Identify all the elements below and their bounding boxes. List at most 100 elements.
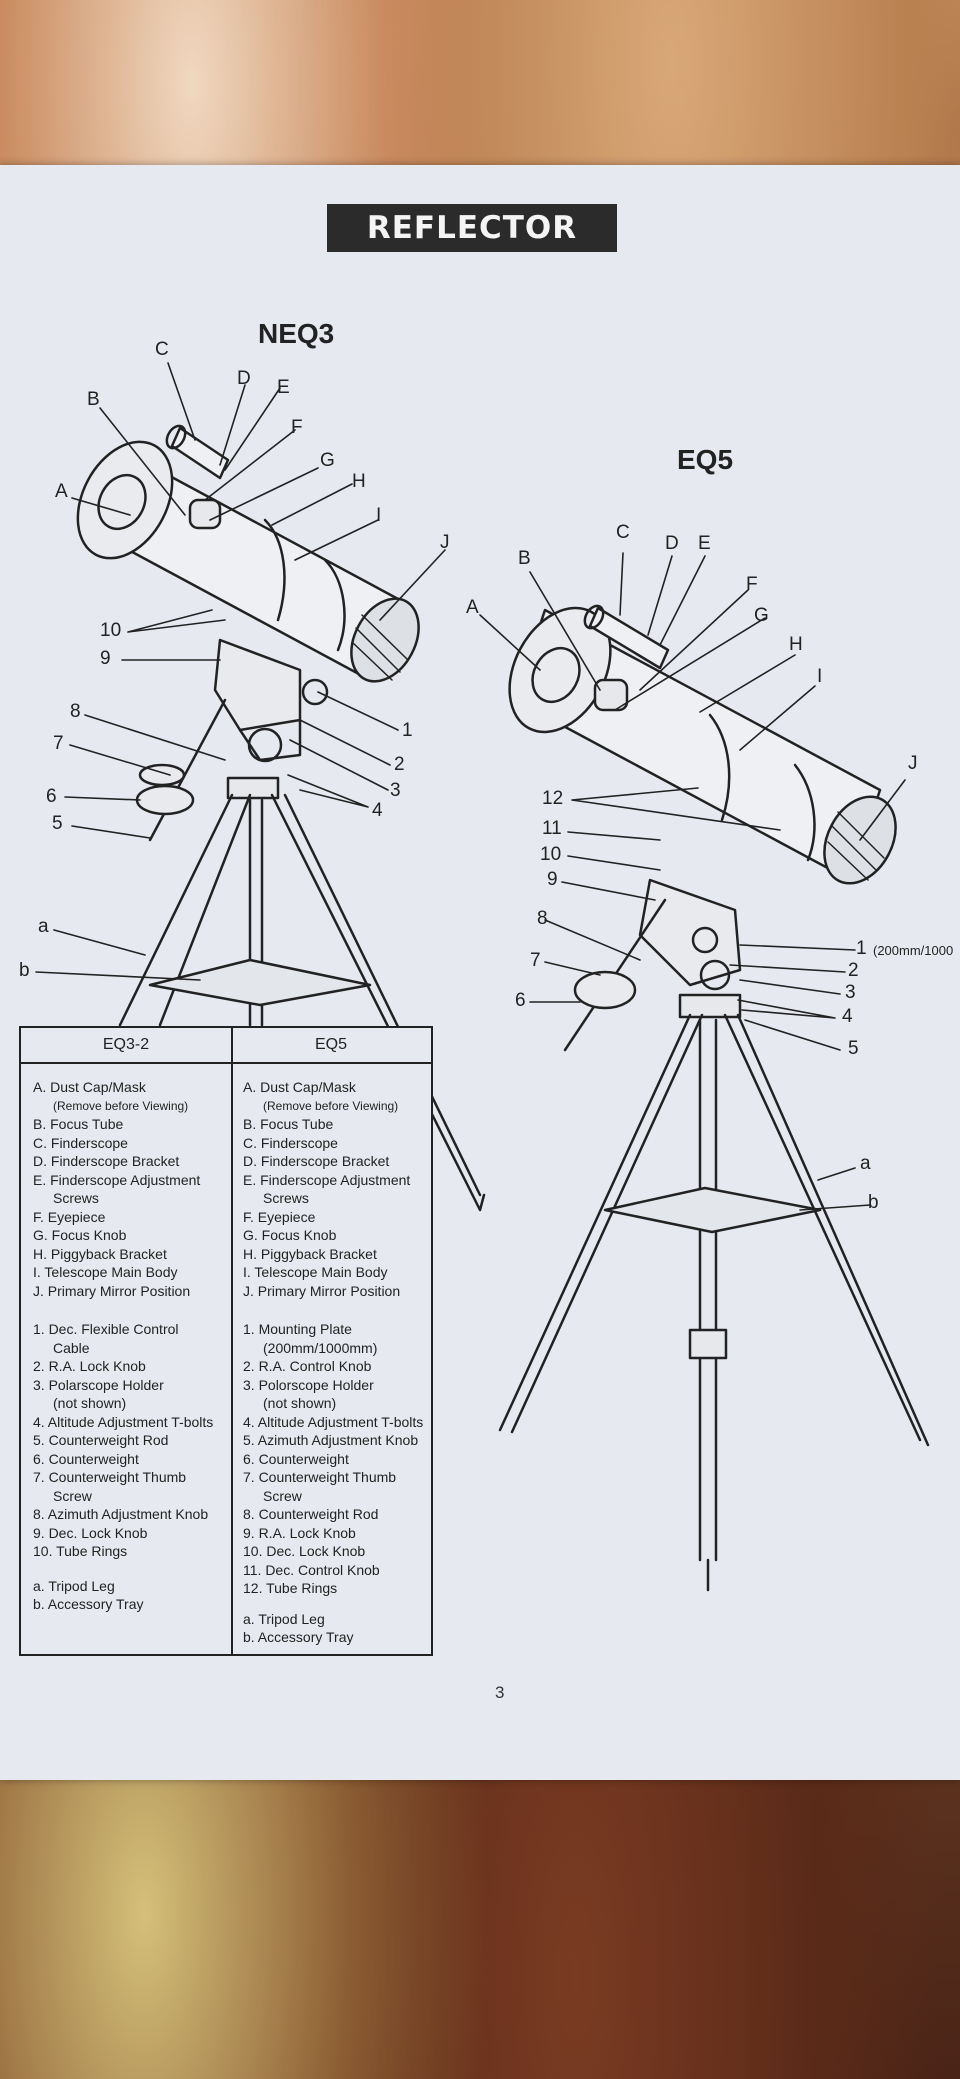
- eq3-2-item-b: B. Focus Tube: [33, 1116, 124, 1132]
- neq3-leader-lines: [35, 362, 446, 981]
- eq5-callout-9: 9: [547, 869, 558, 890]
- eq5-callout-e: E: [698, 533, 711, 554]
- eq5-leader-lines: [479, 552, 906, 1211]
- eq5-item-b: B. Focus Tube: [243, 1116, 334, 1132]
- eq5-callout-b: B: [518, 548, 531, 569]
- eq3-2-item-tripod-leg: a. Tripod Leg: [33, 1577, 115, 1594]
- neq3-callout-accessory-tray: b: [19, 960, 30, 981]
- neq3-callout-4: 4: [372, 800, 383, 821]
- eq3-2-item-10: 10. Tube Rings: [33, 1543, 128, 1559]
- model-title-eq5: EQ5: [677, 444, 734, 475]
- eq5-item-2: 2. R.A. Control Knob: [243, 1358, 372, 1374]
- neq3-callout-tripod-leg: a: [38, 916, 49, 937]
- neq3-callout-8: 8: [70, 701, 81, 722]
- eq5-number-list: 1. Mounting Plate(200mm/1000mm) 2. R.A. …: [231, 1320, 431, 1598]
- eq3-2-item-8: 8. Azimuth Adjustment Knob: [33, 1506, 209, 1522]
- neq3-callout-e: E: [277, 377, 290, 398]
- eq5-item-9: 9. R.A. Lock Knob: [243, 1524, 356, 1541]
- eq5-item-g: G. Focus Knob: [243, 1227, 337, 1243]
- eq5-item-i: I. Telescope Main Body: [243, 1264, 388, 1280]
- reflector-banner: REFLECTOR: [327, 204, 617, 252]
- eq5-item-8: 8. Counterweight Rod: [243, 1506, 379, 1522]
- neq3-callout-f: F: [291, 417, 303, 438]
- eq3-2-item-5: 5. Counterweight Rod: [33, 1432, 169, 1448]
- neq3-callout-h: H: [352, 471, 366, 492]
- eq5-item-12: 12. Tube Rings: [243, 1580, 338, 1596]
- eq5-callout-h: H: [789, 634, 803, 655]
- eq5-item-1: 1. Mounting Plate(200mm/1000mm): [243, 1321, 378, 1356]
- eq3-2-item-g: G. Focus Knob: [33, 1227, 127, 1243]
- eq3-2-item-accessory-tray: b. Accessory Tray: [33, 1596, 144, 1612]
- neq3-callout-i: I: [376, 505, 382, 526]
- eq5-item-10: 10. Dec. Lock Knob: [243, 1543, 366, 1559]
- eq5-callout-c: C: [616, 522, 630, 543]
- eq5-item-tripod-leg: a. Tripod Leg: [243, 1610, 325, 1627]
- neq3-callout-7: 7: [53, 733, 64, 754]
- eq5-callout-accessory-tray: b: [868, 1192, 879, 1213]
- eq5-callout-11: 11: [542, 818, 562, 839]
- legend-header-eq5: EQ5: [231, 1028, 431, 1064]
- neq3-callout-6: 6: [46, 786, 57, 807]
- eq5-tripod-list: a. Tripod Leg b. Accessory Tray: [231, 1610, 431, 1647]
- neq3-callout-d: D: [237, 368, 251, 389]
- eq5-item-3: 3. Polorscope Holder(not shown): [243, 1376, 374, 1412]
- eq5-callout-7: 7: [530, 950, 541, 971]
- eq3-2-item-6: 6. Counterweight: [33, 1450, 139, 1467]
- neq3-telescope-illustration: [76, 424, 486, 1212]
- eq5-letter-list: A. Dust Cap/Mask(Remove before Viewing) …: [231, 1078, 431, 1300]
- eq5-callout-tripod-leg: a: [860, 1153, 871, 1174]
- eq5-item-d: D. Finderscope Bracket: [243, 1153, 390, 1169]
- legend-column-eq3-2: EQ3-2 A. Dust Cap/Mask(Remove before Vie…: [21, 1028, 233, 1654]
- eq5-callout-2: 2: [848, 960, 859, 981]
- eq5-callout-3: 3: [845, 982, 856, 1003]
- neq3-callout-g: G: [320, 450, 335, 471]
- neq3-callout-j: J: [440, 532, 450, 553]
- eq3-2-item-a: A. Dust Cap/Mask(Remove before Viewing): [33, 1079, 189, 1113]
- eq5-callout-10: 10: [540, 844, 562, 865]
- neq3-callout-a: A: [55, 481, 68, 502]
- eq5-item-h: H. Piggyback Bracket: [243, 1245, 377, 1262]
- eq5-callout-8: 8: [537, 908, 548, 929]
- neq3-callout-10: 10: [100, 620, 122, 641]
- neq3-callout-3: 3: [390, 780, 401, 801]
- page-number: 3: [495, 1683, 505, 1702]
- eq5-item-c: C. Finderscope: [243, 1134, 338, 1151]
- eq3-2-item-3: 3. Polarscope Holder(not shown): [33, 1376, 164, 1412]
- eq5-callout-d: D: [665, 533, 679, 554]
- eq3-2-item-h: H. Piggyback Bracket: [33, 1245, 167, 1262]
- eq3-2-letter-list: A. Dust Cap/Mask(Remove before Viewing) …: [21, 1078, 231, 1300]
- neq3-callout-b: B: [87, 389, 100, 410]
- neq3-callout-1: 1: [402, 720, 413, 741]
- eq5-callout-i: I: [817, 666, 823, 687]
- neq3-callout-9: 9: [100, 648, 111, 669]
- eq3-2-item-c: C. Finderscope: [33, 1134, 128, 1151]
- legend-column-eq5: EQ5 A. Dust Cap/Mask(Remove before Viewi…: [231, 1028, 431, 1654]
- eq5-item-j: J. Primary Mirror Position: [243, 1282, 401, 1299]
- eq5-callout-a: A: [466, 597, 479, 618]
- neq3-callout-2: 2: [394, 754, 405, 775]
- eq5-telescope-illustration: [498, 604, 930, 1592]
- eq5-item-5: 5. Azimuth Adjustment Knob: [243, 1432, 419, 1448]
- eq5-callout-g: G: [754, 605, 769, 626]
- eq5-callout-6: 6: [515, 990, 526, 1011]
- neq3-callout-c: C: [155, 339, 169, 360]
- eq5-callout-12: 12: [542, 788, 564, 809]
- eq5-item-6: 6. Counterweight: [243, 1450, 349, 1467]
- eq3-2-item-j: J. Primary Mirror Position: [33, 1282, 191, 1299]
- eq5-callout-5: 5: [848, 1038, 859, 1059]
- eq5-item-accessory-tray: b. Accessory Tray: [243, 1629, 354, 1645]
- eq5-item-f: F. Eyepiece: [243, 1208, 316, 1225]
- eq3-2-item-2: 2. R.A. Lock Knob: [33, 1358, 146, 1374]
- eq5-callout-j: J: [908, 753, 918, 774]
- eq3-2-item-d: D. Finderscope Bracket: [33, 1153, 180, 1169]
- eq5-callout-1: 1: [856, 938, 867, 959]
- eq5-item-4: 4. Altitude Adjustment T-bolts: [243, 1413, 424, 1430]
- eq5-item-a: A. Dust Cap/Mask(Remove before Viewing): [243, 1079, 399, 1113]
